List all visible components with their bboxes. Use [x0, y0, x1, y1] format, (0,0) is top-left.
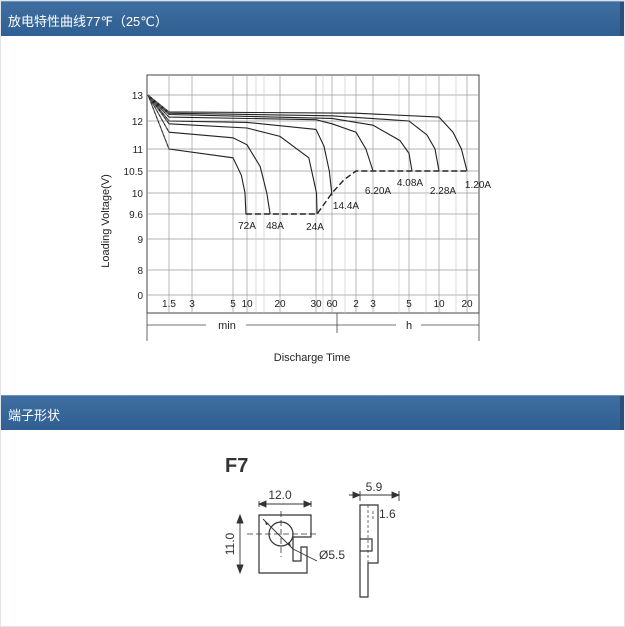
x-tick-label: 3 — [189, 299, 195, 310]
dim-hole-label: Ø5.5 — [319, 548, 345, 562]
dim-side-width — [349, 491, 401, 501]
curve-start-dash — [147, 94, 170, 113]
series-label: 14.4A — [333, 201, 359, 212]
discharge-curve — [147, 94, 468, 172]
x-unit-h: h — [406, 320, 412, 332]
y-tick-label: 11 — [133, 145, 144, 156]
discharge-curve — [147, 94, 247, 215]
chart-curves — [147, 94, 468, 215]
terminal-drawing: F7 12.0 11.0 Ø5.5 — [223, 455, 401, 598]
dim-height-label: 11.0 — [223, 532, 237, 555]
terminal-model-label: F7 — [225, 455, 248, 477]
series-label: 24A — [306, 222, 324, 233]
terminal-section-title: 端子形状 — [8, 408, 61, 423]
terminal-front-view — [247, 511, 318, 574]
discharge-curve — [147, 94, 413, 172]
y-tick-label: 12 — [132, 117, 144, 128]
unit-label-bg — [396, 319, 421, 331]
x-tick-label: 5 — [406, 299, 412, 310]
section-header-terminal: 端子形状 — [1, 395, 624, 430]
y-tick-label: 0 — [137, 291, 143, 302]
plot-frame — [146, 74, 480, 314]
y-tick-label: 10.5 — [124, 167, 144, 178]
x-unit-min: min — [218, 320, 236, 332]
section-header-discharge: 放电特性曲线77℉（25℃） — [1, 1, 624, 36]
dim-width-label: 12.0 — [268, 488, 292, 502]
x-tick-label: 10 — [241, 299, 253, 310]
unit-label-bg — [206, 319, 246, 331]
x-tick-label: 1.5 — [162, 299, 176, 310]
x-tick-label: 10 — [433, 299, 445, 310]
y-tick-label: 9.6 — [129, 210, 143, 221]
series-label: 48A — [266, 221, 284, 232]
y-axis-label: Loading Voltage(V) — [100, 174, 112, 268]
x-tick-label: 30 — [310, 299, 322, 310]
series-label: 6.20A — [365, 186, 391, 197]
x-tick-label: 5 — [230, 299, 236, 310]
dim-height — [236, 513, 244, 575]
y-tick-label: 13 — [132, 91, 144, 102]
y-tick-label: 9 — [137, 235, 143, 246]
dim-side-width-label: 5.9 — [366, 480, 383, 494]
series-label: 1.20A — [465, 180, 491, 191]
series-label: 2.28A — [430, 186, 456, 197]
x-tick-label: 20 — [274, 299, 286, 310]
y-tick-label: 8 — [137, 266, 143, 277]
discharge-section-title: 放电特性曲线77℉（25℃） — [8, 14, 168, 29]
series-label: 72A — [238, 221, 256, 232]
discharge-curve — [147, 94, 333, 196]
curve-start-dash — [147, 94, 170, 133]
x-tick-label: 60 — [326, 299, 338, 310]
dim-thickness-label: 1.6 — [379, 507, 396, 521]
x-tick-label: 2 — [353, 299, 359, 310]
y-tick-label: 10 — [132, 189, 144, 200]
x-tick-label: 3 — [370, 299, 376, 310]
terminal-side-view — [359, 504, 379, 598]
x-tick-label: 20 — [461, 299, 473, 310]
final-voltage-line — [245, 170, 467, 215]
dim-width — [257, 500, 313, 508]
x-axis-label: Discharge Time — [274, 352, 350, 364]
series-label: 4.08A — [397, 178, 423, 189]
